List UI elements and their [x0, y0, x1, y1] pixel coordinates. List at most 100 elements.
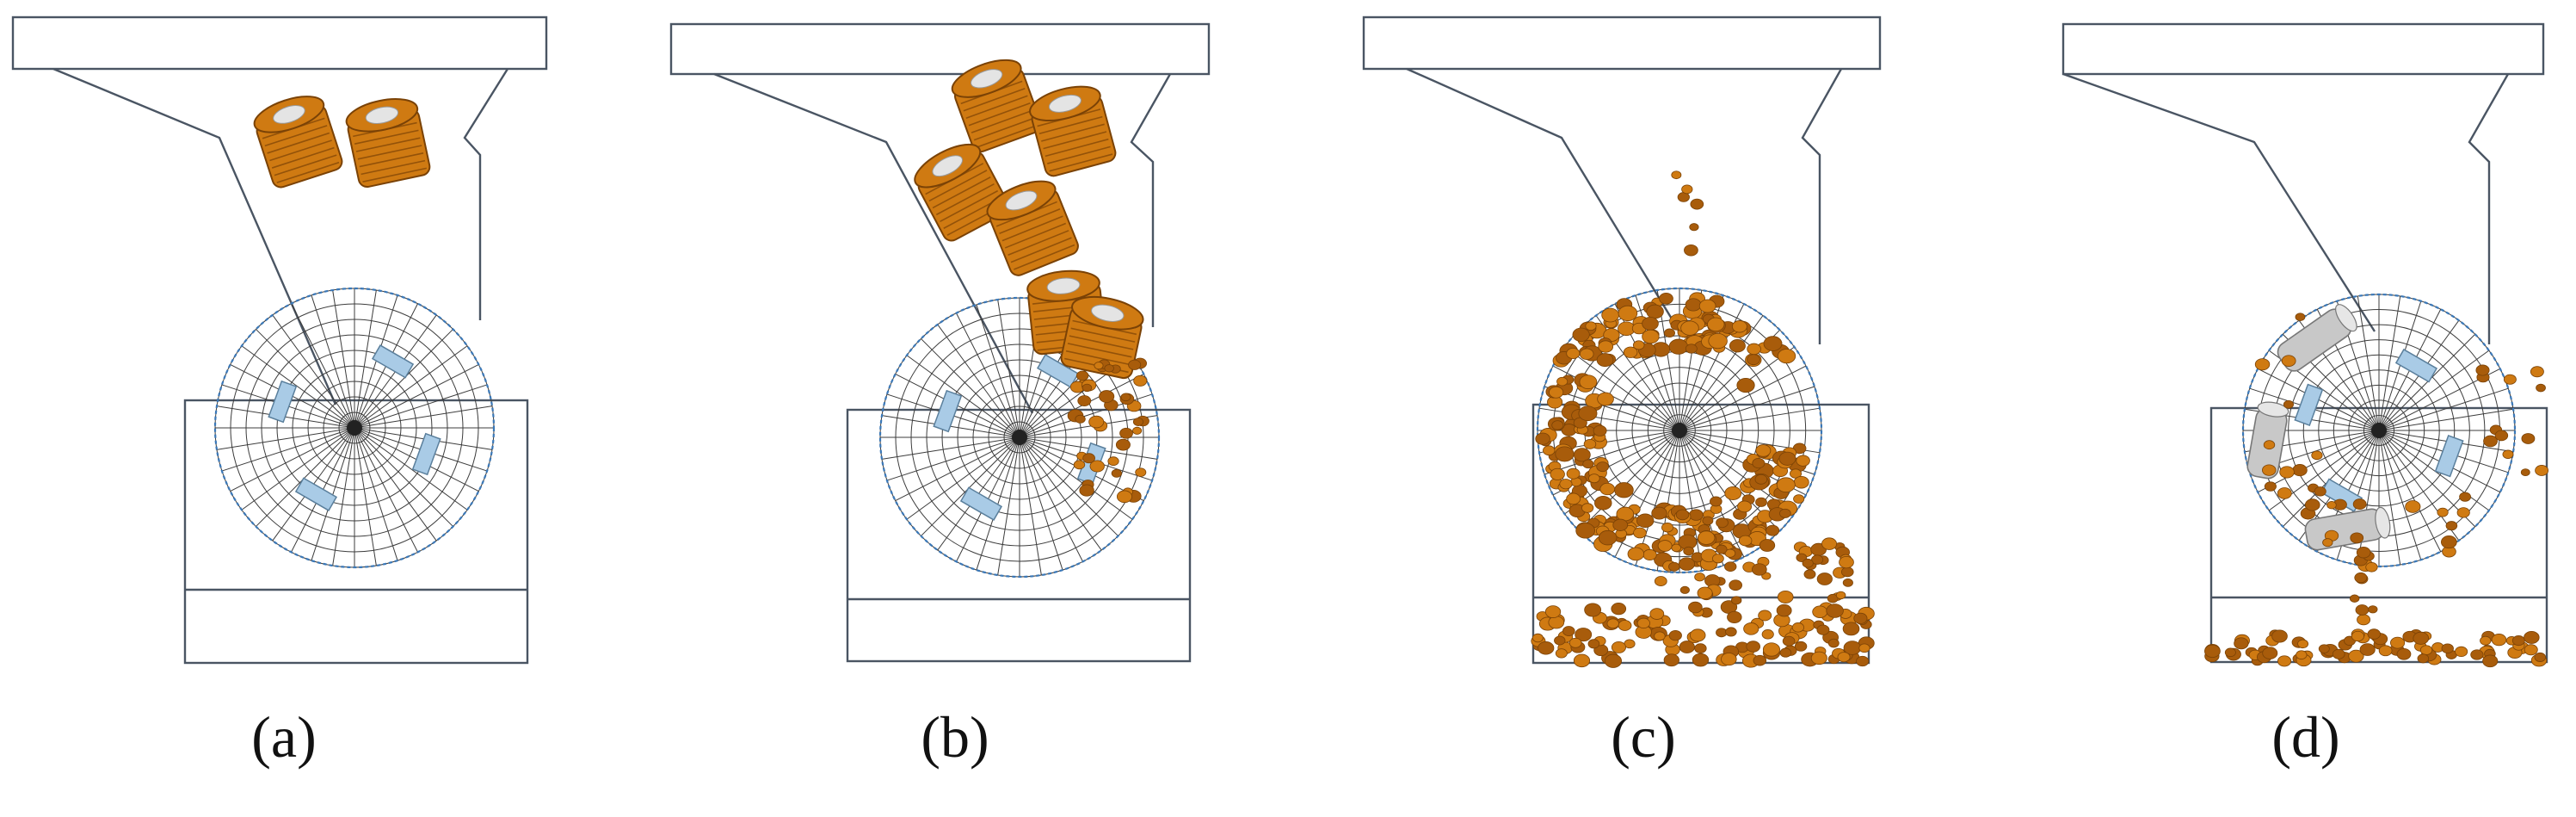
- corn-kernel: [1707, 317, 1725, 332]
- corn-kernel: [1839, 555, 1854, 569]
- corn-kernel: [1612, 518, 1629, 531]
- drum-mesh-spoke: [2378, 430, 2442, 553]
- corn-kernel: [2365, 561, 2378, 573]
- kernel-row: [1045, 138, 1109, 158]
- corn-kernel: [1755, 497, 1767, 507]
- corn-kernel: [1782, 635, 1796, 647]
- corn-kernel: [2281, 355, 2296, 367]
- threshing-chamber: [846, 408, 1192, 663]
- corn-kernel: [2368, 605, 2378, 614]
- corn-kernel: [1856, 655, 1870, 667]
- corn-kernel: [1584, 603, 1602, 617]
- corn-kernel: [1636, 617, 1650, 629]
- drum-mesh-spoke: [221, 427, 355, 472]
- corn-kernel: [2263, 440, 2276, 450]
- corn-kernel: [1837, 652, 1851, 663]
- kernel-row: [362, 167, 427, 183]
- drum-outer-ring: [2241, 293, 2517, 568]
- corn-kernel: [1616, 506, 1635, 522]
- drum-shaft: [1672, 423, 1687, 438]
- corn-kernel: [1738, 535, 1753, 547]
- cob-end: [2375, 506, 2391, 539]
- corn-kernel: [1793, 494, 1805, 504]
- drum-mesh-spoke: [354, 294, 398, 429]
- corn-kernel: [1712, 554, 1724, 564]
- corn-kernel: [2349, 594, 2360, 603]
- corn-kernel: [1697, 586, 1713, 600]
- drum-mesh-spoke: [1679, 365, 1807, 431]
- drum-mesh-spoke: [1019, 436, 1042, 576]
- corn-kernel: [1668, 561, 1680, 572]
- corn-kernel: [1555, 446, 1575, 462]
- corn-kernel: [2417, 653, 2430, 664]
- corn-kernel: [1698, 299, 1716, 313]
- corn-kernel: [2350, 532, 2364, 544]
- kernel-row: [968, 102, 1031, 127]
- corn-kernel: [1107, 456, 1119, 467]
- drum-mesh-spoke: [976, 436, 1020, 571]
- cob-core: [1005, 190, 1038, 211]
- drum-mesh-spoke: [354, 427, 437, 542]
- corn-kernel: [1816, 573, 1833, 585]
- corn-kernel: [2482, 654, 2499, 668]
- corn-kernel: [1796, 553, 1808, 562]
- corn-kernel: [1803, 569, 1816, 579]
- corn-kernel: [1835, 591, 1846, 600]
- corn-kernel: [2491, 634, 2507, 647]
- drum-mesh-spoke: [241, 427, 355, 511]
- corn-kernel: [1115, 438, 1131, 451]
- corn-kernel: [1716, 628, 1728, 638]
- kernel-row: [1004, 222, 1067, 249]
- corn-kernel: [1753, 654, 1767, 666]
- drum-outer-ring: [878, 296, 1161, 579]
- corn-kernel: [1659, 292, 1673, 305]
- corn-kernel: [2536, 383, 2546, 393]
- corn-kernel: [2524, 644, 2538, 656]
- corn-kernel: [2354, 572, 2368, 584]
- corn-kernel: [1538, 641, 1555, 655]
- drum-mesh-spoke: [1679, 346, 1795, 431]
- corn-kernel: [2524, 630, 2540, 644]
- hopper-funnel: [2062, 72, 2376, 332]
- corn-kernel: [1550, 467, 1565, 480]
- corn-kernel: [1601, 307, 1619, 323]
- corn-cob: [1029, 85, 1117, 177]
- kernel-row: [1070, 327, 1136, 343]
- caption-d: (d): [2271, 704, 2340, 770]
- corn-kernel: [1663, 653, 1679, 667]
- corn-kernel: [1759, 539, 1776, 552]
- corn-kernel: [1578, 405, 1598, 422]
- corn-kernel: [1685, 298, 1702, 312]
- corn-kernel: [1614, 482, 1634, 498]
- kernel-row: [976, 124, 1038, 148]
- corn-cob: [253, 96, 343, 189]
- caption-a: (a): [251, 704, 317, 770]
- corn-kernel: [1075, 414, 1086, 424]
- corn-kernel: [1688, 601, 1703, 614]
- corn-kernel: [1752, 563, 1767, 576]
- corn-kernel: [1842, 578, 1853, 587]
- corn-kernel: [1668, 629, 1682, 641]
- hopper-top: [1362, 15, 1882, 71]
- corn-kernel: [1671, 543, 1681, 553]
- drum-mesh-spoke: [997, 299, 1020, 438]
- corn-kernel: [1794, 641, 1808, 652]
- corn-kernel: [2351, 630, 2364, 642]
- corn-cob: [1060, 295, 1144, 380]
- corn-kernel: [1073, 460, 1086, 470]
- corn-kernel: [1596, 461, 1609, 473]
- drum-mesh-spoke: [354, 427, 468, 511]
- corn-kernel: [1736, 377, 1755, 393]
- corn-kernel: [1554, 635, 1566, 646]
- corn-kernel: [2534, 652, 2547, 662]
- drum-mesh-spoke: [1635, 430, 1680, 566]
- corn-kernel: [2357, 614, 2371, 626]
- drum-mesh-spoke: [2378, 350, 2490, 431]
- corn-kernel: [2470, 649, 2484, 660]
- corn-kernel: [1646, 304, 1664, 319]
- hopper-top: [669, 22, 1211, 76]
- corn-kernel: [2277, 487, 2292, 499]
- corn-kernel: [1694, 643, 1707, 653]
- corn-kernel: [1812, 605, 1828, 618]
- corn-kernel: [1791, 622, 1804, 633]
